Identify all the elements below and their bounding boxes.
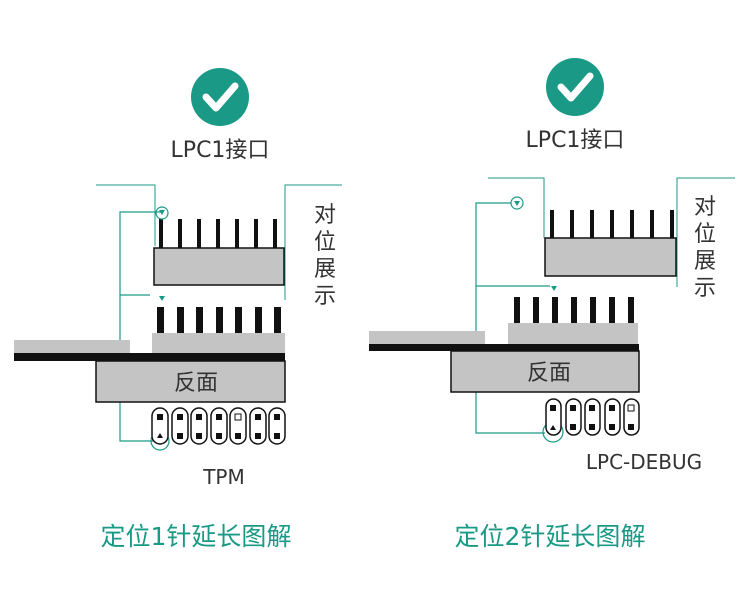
- side-label-char-2: 位: [694, 222, 716, 247]
- side-label: 对 位 展 示: [694, 195, 716, 301]
- board-label: 反面: [174, 371, 218, 396]
- header-footprint: [545, 398, 640, 436]
- header-pins: [514, 297, 634, 324]
- right-panel: LPC1接口 对 位 展 示: [369, 58, 735, 551]
- connector-housing: [544, 237, 677, 277]
- pin1-marker-top: [159, 210, 165, 215]
- side-label: 对 位 展 示: [314, 203, 336, 309]
- check-circle-icon: [191, 68, 249, 126]
- board-back: [450, 350, 640, 393]
- board-top-layer: [14, 340, 130, 353]
- side-label-char-2: 位: [314, 230, 336, 255]
- connector-label: LPC1接口: [526, 128, 625, 153]
- header-label: TPM: [202, 465, 245, 489]
- board-pcb: [14, 353, 285, 361]
- header-footprint: [151, 407, 286, 445]
- header-pins: [157, 307, 281, 334]
- side-label-char-4: 示: [314, 284, 336, 309]
- header-label: LPC-DEBUG: [586, 450, 702, 474]
- board-pcb: [369, 344, 639, 351]
- pin1-marker-top: [514, 201, 520, 206]
- header-base: [508, 323, 638, 344]
- pin1-marker-mid: [159, 296, 165, 301]
- pin1-guide: [475, 196, 564, 443]
- side-label-char-1: 对: [314, 203, 336, 228]
- connector-label: LPC1接口: [171, 138, 270, 163]
- caption: 定位2针延长图解: [455, 522, 646, 551]
- check-circle-icon: [546, 58, 604, 116]
- connector-bracket: [96, 184, 342, 300]
- board-label: 反面: [527, 361, 571, 386]
- connector-pins: [550, 210, 674, 240]
- pin1-marker-mid: [551, 286, 557, 291]
- side-label-char-4: 示: [694, 276, 716, 301]
- board-back: [95, 360, 286, 403]
- left-panel: LPC1接口 对 位 展 示: [14, 68, 342, 551]
- connector-bracket: [488, 177, 735, 287]
- side-label-char-1: 对: [694, 195, 716, 220]
- connector-housing: [153, 247, 285, 286]
- connector-pins: [159, 219, 277, 249]
- board-top-layer: [369, 331, 485, 344]
- header-base: [152, 333, 285, 353]
- side-label-char-3: 展: [314, 257, 336, 282]
- caption: 定位1针延长图解: [101, 522, 292, 551]
- side-label-char-3: 展: [694, 249, 716, 274]
